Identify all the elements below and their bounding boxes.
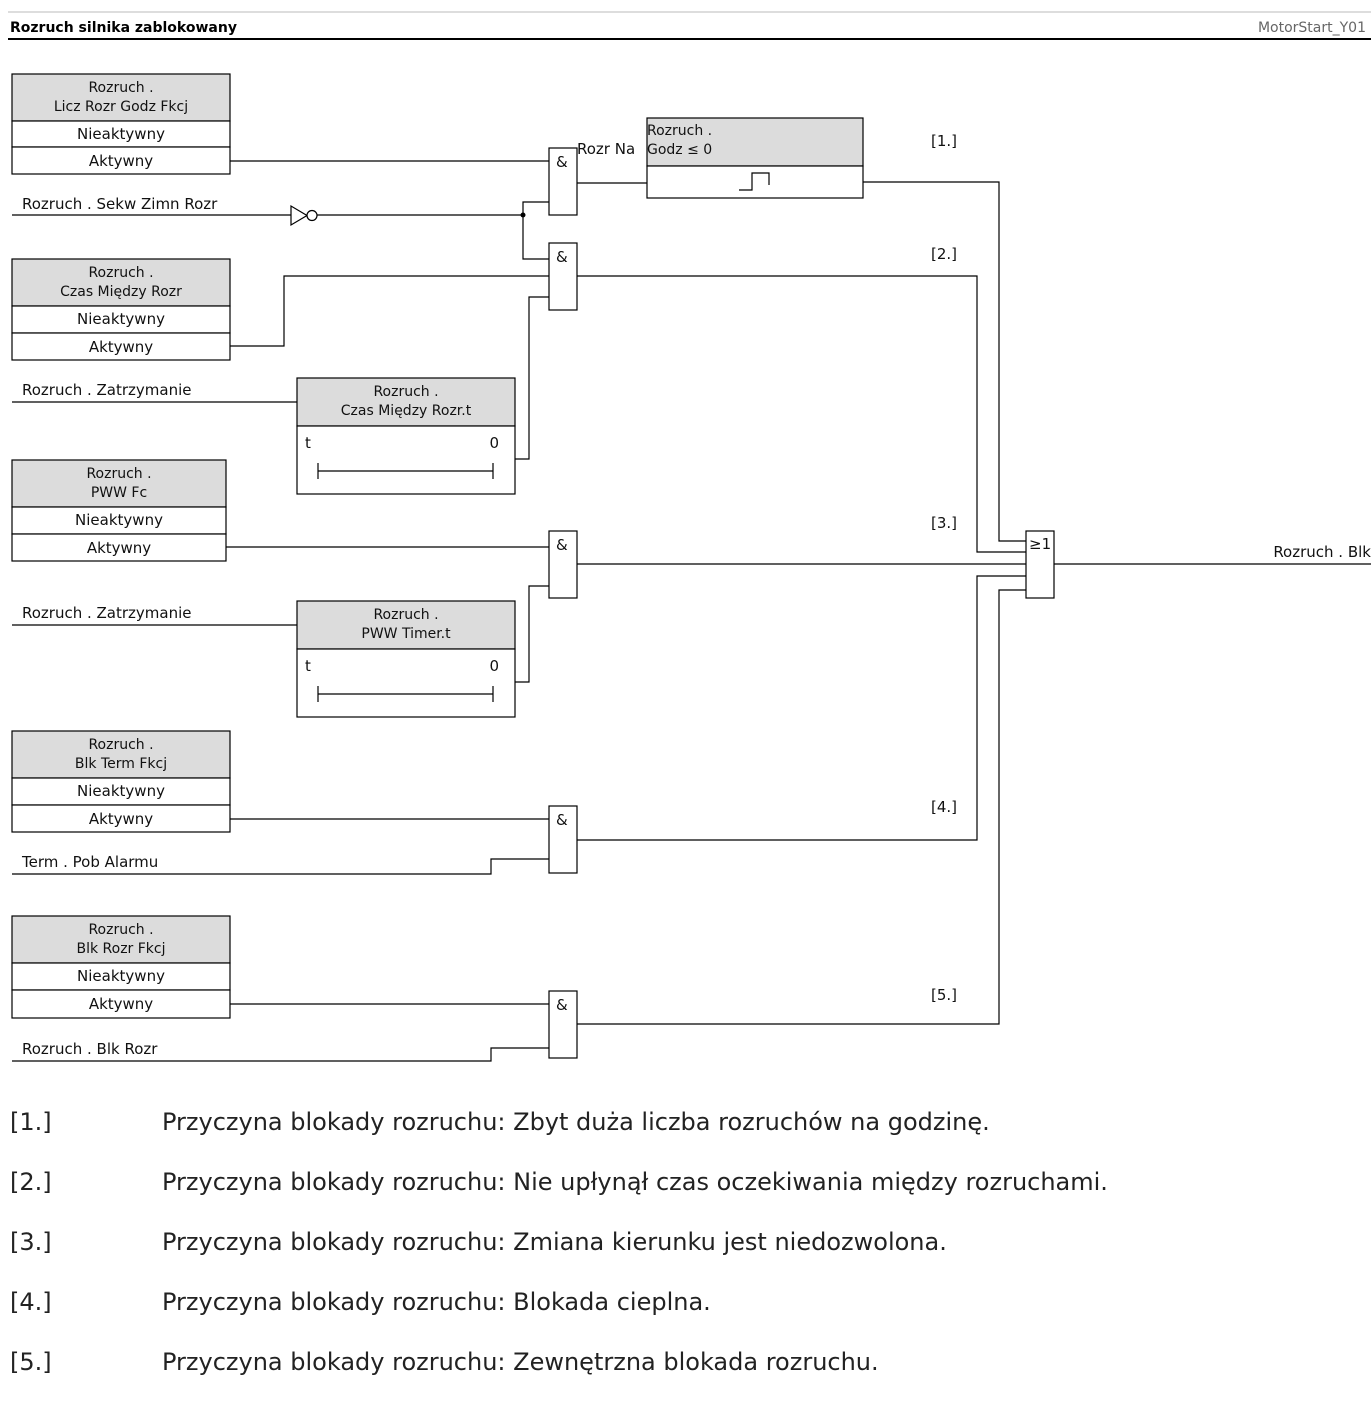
signal-output: Rozruch . Blk <box>1273 543 1371 561</box>
not-gate <box>290 204 318 227</box>
legend-text: Przyczyna blokady rozruchu: Nie upłynął … <box>162 1168 1108 1196</box>
setting-label: Blk Rozr Fkcj <box>76 941 165 957</box>
ref-marker-4: [4.] <box>931 798 957 816</box>
signal-stop-1: Rozruch . Zatrzymanie <box>22 381 192 399</box>
timer-label: Rozruch . <box>373 607 438 623</box>
legend-item: [2.] Przyczyna blokady rozruchu: Nie upł… <box>0 1168 1371 1228</box>
logic-diagram: Rozruch silnika zablokowany MotorStart_Y… <box>8 11 1371 1062</box>
option-active: Aktywny <box>89 152 153 170</box>
setting-blk-term: Rozruch . Blk Term Fkcj Nieaktywny Aktyw… <box>11 730 231 833</box>
option-active: Aktywny <box>89 338 153 356</box>
signal-therm-alarm: Term . Pob Alarmu <box>21 853 158 871</box>
setting-label: Rozruch . <box>88 265 153 281</box>
legend-text: Przyczyna blokady rozruchu: Zmiana kieru… <box>162 1228 947 1256</box>
and-gate-1: & <box>548 147 578 216</box>
signal-stop-2: Rozruch . Zatrzymanie <box>22 604 192 622</box>
or-gate-symbol: ≥1 <box>1029 535 1051 553</box>
and-gate-3: & <box>548 530 578 599</box>
and-gate-symbol: & <box>556 248 568 266</box>
timer-between-starts: Rozruch . Czas Między Rozr.t t 0 <box>296 377 516 495</box>
setting-label: Rozruch . <box>88 80 153 96</box>
setting-label: Licz Rozr Godz Fkcj <box>54 99 188 115</box>
comparator-label: Godz ≤ 0 <box>647 142 712 158</box>
ref-marker-1: [1.] <box>931 132 957 150</box>
and-gate-5: & <box>548 990 578 1059</box>
ref-marker-3: [3.] <box>931 514 957 532</box>
timer-label: Rozruch . <box>373 384 438 400</box>
option-inactive: Nieaktywny <box>77 310 165 328</box>
setting-label: Rozruch . <box>88 737 153 753</box>
diagram-title: Rozruch silnika zablokowany <box>10 20 237 36</box>
timer-t-label: t <box>305 434 311 452</box>
figure-id: MotorStart_Y01 <box>1258 20 1366 36</box>
setting-label: Czas Między Rozr <box>60 284 182 300</box>
legend-ref: [2.] <box>10 1168 52 1196</box>
comparator-label: Rozruch . <box>647 123 712 139</box>
legend: [1.] Przyczyna blokady rozruchu: Zbyt du… <box>0 1108 1371 1408</box>
setting-label: PWW Fc <box>91 485 147 501</box>
comparator-starts-per-hour: Rozruch . Godz ≤ 0 <box>646 117 864 199</box>
and-gate-symbol: & <box>556 536 568 554</box>
and-gate-symbol: & <box>556 153 568 171</box>
option-active: Aktywny <box>89 995 153 1013</box>
hysteresis-icon <box>739 172 770 191</box>
setting-label: Rozruch . <box>86 466 151 482</box>
setting-starts-per-hour: Rozruch . Licz Rozr Godz Fkcj Nieaktywny… <box>11 73 231 175</box>
legend-ref: [3.] <box>10 1228 52 1256</box>
or-gate: ≥1 <box>1025 530 1055 599</box>
timer-label: Czas Między Rozr.t <box>341 403 472 419</box>
signal-cold-start-seq: Rozruch . Sekw Zimn Rozr <box>22 195 218 213</box>
setting-label: Blk Term Fkcj <box>75 756 167 772</box>
setting-time-between-starts: Rozruch . Czas Między Rozr Nieaktywny Ak… <box>11 258 231 361</box>
option-inactive: Nieaktywny <box>75 511 163 529</box>
setting-blk-start: Rozruch . Blk Rozr Fkcj Nieaktywny Aktyw… <box>11 915 231 1019</box>
legend-ref: [1.] <box>10 1108 52 1136</box>
timer-zero-label: 0 <box>489 434 499 452</box>
option-inactive: Nieaktywny <box>77 782 165 800</box>
legend-item: [5.] Przyczyna blokady rozruchu: Zewnętr… <box>0 1348 1371 1408</box>
legend-ref: [4.] <box>10 1288 52 1316</box>
and-gate-4: & <box>548 805 578 874</box>
and-gate-symbol: & <box>556 996 568 1014</box>
wiring <box>12 160 1371 1062</box>
and-gate-symbol: & <box>556 811 568 829</box>
comparator-input-label: Rozr Na <box>577 140 635 158</box>
timer-t-label: t <box>305 657 311 675</box>
option-active: Aktywny <box>89 810 153 828</box>
legend-item: [1.] Przyczyna blokady rozruchu: Zbyt du… <box>0 1108 1371 1168</box>
legend-item: [4.] Przyczyna blokady rozruchu: Blokada… <box>0 1288 1371 1348</box>
legend-text: Przyczyna blokady rozruchu: Blokada ciep… <box>162 1288 711 1316</box>
timer-zero-label: 0 <box>489 657 499 675</box>
legend-ref: [5.] <box>10 1348 52 1376</box>
option-active: Aktywny <box>87 539 151 557</box>
timer-label: PWW Timer.t <box>361 626 451 642</box>
ref-marker-2: [2.] <box>931 245 957 263</box>
legend-item: [3.] Przyczyna blokady rozruchu: Zmiana … <box>0 1228 1371 1288</box>
option-inactive: Nieaktywny <box>77 967 165 985</box>
setting-pww: Rozruch . PWW Fc Nieaktywny Aktywny <box>11 459 227 562</box>
ref-marker-5: [5.] <box>931 986 957 1004</box>
and-gate-2: & <box>548 242 578 311</box>
timer-pww: Rozruch . PWW Timer.t t 0 <box>296 600 516 718</box>
signal-ext-block: Rozruch . Blk Rozr <box>22 1040 158 1058</box>
setting-label: Rozruch . <box>88 922 153 938</box>
option-inactive: Nieaktywny <box>77 125 165 143</box>
legend-text: Przyczyna blokady rozruchu: Zewnętrzna b… <box>162 1348 879 1376</box>
legend-text: Przyczyna blokady rozruchu: Zbyt duża li… <box>162 1108 990 1136</box>
